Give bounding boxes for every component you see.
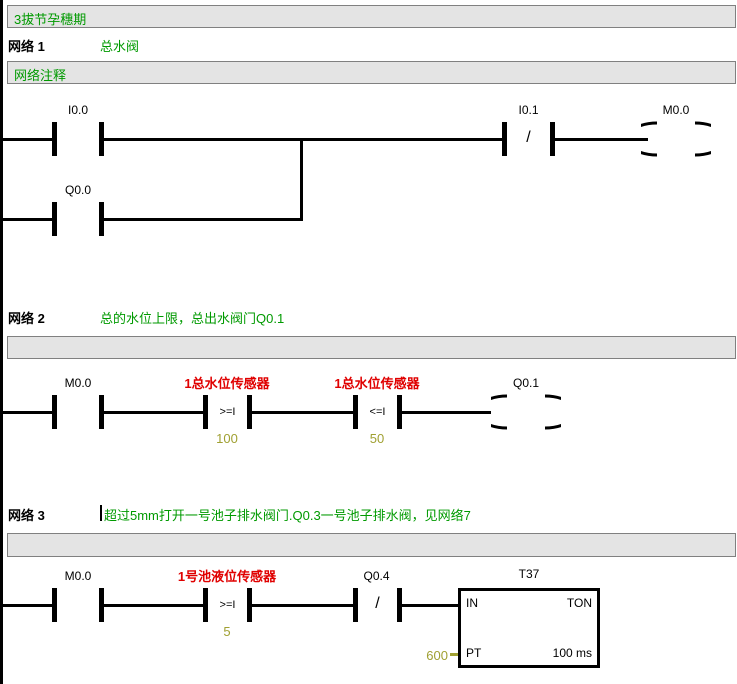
compare-value[interactable]: 5 bbox=[223, 624, 231, 639]
network3-title-comment[interactable]: 超过5mm打开一号池子排水阀门.Q0.3一号池子排水阀，见网络7 bbox=[104, 508, 471, 523]
wire bbox=[104, 411, 203, 414]
contact-label[interactable]: I0.0 bbox=[67, 103, 88, 117]
network1-comment-box[interactable]: 网络注释 bbox=[7, 61, 736, 84]
contact-bar[interactable] bbox=[247, 588, 252, 622]
power-rail bbox=[0, 0, 3, 684]
compare-op: <=I bbox=[369, 406, 386, 418]
timer-name-label[interactable]: T37 bbox=[518, 567, 540, 581]
compare-value[interactable]: 50 bbox=[369, 431, 385, 446]
contact-bar[interactable] bbox=[99, 395, 104, 429]
contact-bar[interactable] bbox=[502, 122, 507, 156]
network1-title-comment[interactable]: 总水阀 bbox=[100, 39, 140, 54]
contact-label[interactable]: M0.0 bbox=[64, 376, 92, 390]
wire bbox=[252, 411, 353, 414]
pt-value-tick bbox=[450, 653, 458, 656]
network2-label: 网络 2 bbox=[8, 311, 45, 326]
network2-title-comment[interactable]: 总的水位上限，总出水阀门Q0.1 bbox=[100, 311, 285, 326]
contact-bar[interactable] bbox=[550, 122, 555, 156]
wire bbox=[555, 138, 648, 141]
wire bbox=[2, 411, 52, 414]
wire bbox=[402, 604, 458, 607]
contact-bar[interactable] bbox=[353, 588, 358, 622]
coil-symbol[interactable] bbox=[491, 392, 561, 432]
wire-junction bbox=[300, 138, 303, 221]
compare-value[interactable]: 100 bbox=[216, 431, 238, 446]
network2-comment-box[interactable] bbox=[7, 336, 736, 359]
nc-contact-label[interactable]: Q0.4 bbox=[363, 569, 390, 583]
pou-title-bar[interactable]: 3拔节孕穗期 bbox=[7, 5, 736, 28]
wire bbox=[104, 604, 203, 607]
network1-comment-text: 网络注释 bbox=[14, 68, 67, 83]
contact-bar[interactable] bbox=[99, 202, 104, 236]
contact-bar[interactable] bbox=[397, 395, 402, 429]
timer-type-label: TON bbox=[566, 596, 592, 610]
wire bbox=[2, 604, 52, 607]
wire bbox=[104, 138, 502, 141]
nc-contact-label[interactable]: I0.1 bbox=[518, 103, 539, 117]
wire bbox=[252, 604, 353, 607]
text-caret bbox=[100, 505, 102, 521]
contact-label[interactable]: Q0.0 bbox=[64, 183, 91, 197]
contact-bar[interactable] bbox=[353, 395, 358, 429]
contact-bar[interactable] bbox=[52, 202, 57, 236]
timer-timebase-label: 100 ms bbox=[552, 646, 592, 660]
contact-bar[interactable] bbox=[397, 588, 402, 622]
contact-bar[interactable] bbox=[52, 122, 57, 156]
contact-bar[interactable] bbox=[99, 122, 104, 156]
network3-comment-box[interactable] bbox=[7, 533, 736, 557]
network3-label: 网络 3 bbox=[8, 508, 45, 523]
contact-label[interactable]: M0.0 bbox=[64, 569, 92, 583]
wire bbox=[104, 218, 303, 221]
compare-contact-label[interactable]: 1号池液位传感器 bbox=[177, 569, 277, 584]
timer-box[interactable]: IN TON PT 100 ms bbox=[458, 588, 600, 668]
coil-label[interactable]: Q0.1 bbox=[512, 376, 539, 390]
wire bbox=[2, 218, 52, 221]
compare-contact-label[interactable]: 1总水位传感器 bbox=[184, 376, 270, 391]
timer-pt-value[interactable]: 600 bbox=[426, 648, 448, 663]
contact-bar[interactable] bbox=[52, 395, 57, 429]
nc-contact-slash: / bbox=[375, 595, 380, 612]
pou-title: 3拔节孕穗期 bbox=[14, 12, 87, 27]
contact-bar[interactable] bbox=[99, 588, 104, 622]
compare-contact-label[interactable]: 1总水位传感器 bbox=[334, 376, 420, 391]
timer-pt-pin: PT bbox=[466, 646, 482, 660]
nc-contact-slash: / bbox=[526, 129, 531, 146]
compare-op: >=I bbox=[219, 406, 236, 418]
compare-op: >=I bbox=[219, 599, 236, 611]
contact-bar[interactable] bbox=[203, 395, 208, 429]
coil-symbol[interactable] bbox=[641, 119, 711, 159]
contact-bar[interactable] bbox=[52, 588, 57, 622]
contact-bar[interactable] bbox=[203, 588, 208, 622]
network1-label: 网络 1 bbox=[8, 39, 45, 54]
wire bbox=[402, 411, 491, 414]
wire bbox=[2, 138, 52, 141]
contact-bar[interactable] bbox=[247, 395, 252, 429]
timer-in-pin: IN bbox=[466, 596, 478, 610]
coil-label[interactable]: M0.0 bbox=[662, 103, 690, 117]
